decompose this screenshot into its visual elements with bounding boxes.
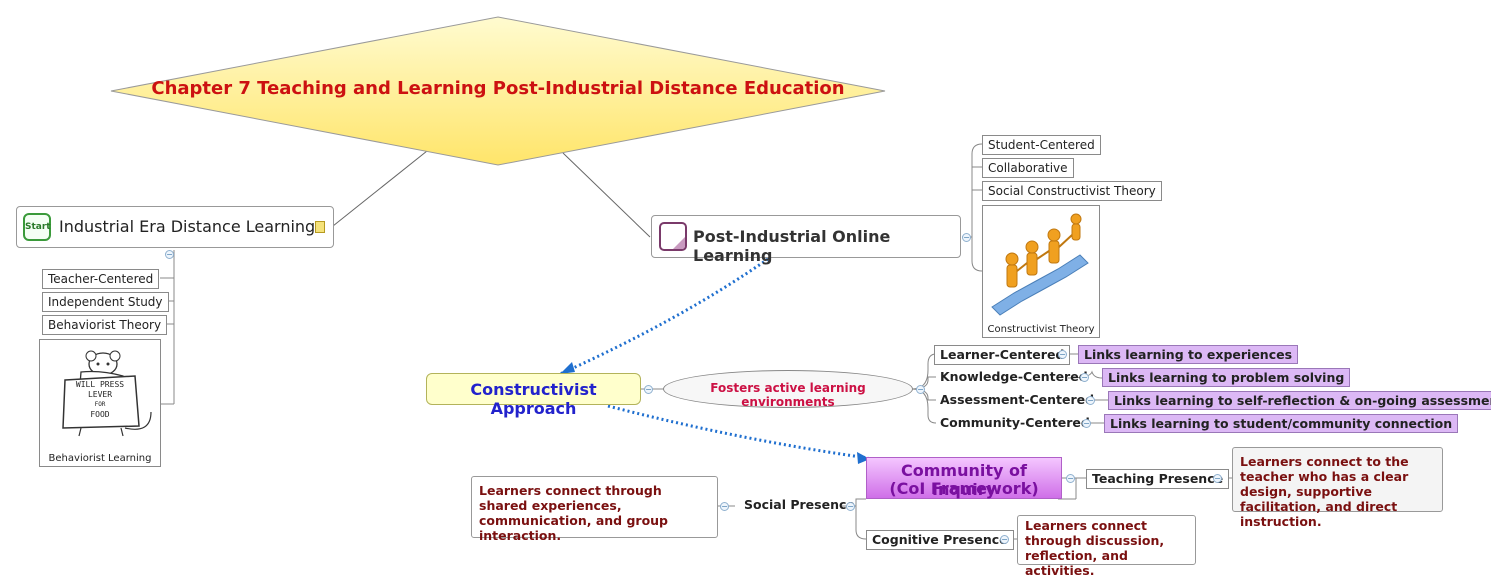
start-icon-label: Start xyxy=(25,222,51,232)
coi-collapse-toggle[interactable]: − xyxy=(1066,474,1075,483)
behaviorist-caption: Behaviorist Learning xyxy=(48,453,152,464)
central-diamond-shape xyxy=(110,16,886,166)
post-industrial-item[interactable]: Student-Centered xyxy=(982,135,1101,155)
rat-sign-illustration xyxy=(62,350,152,437)
center-collapse-toggle[interactable]: − xyxy=(1080,373,1089,382)
link-problem-solving[interactable]: Links learning to problem solving xyxy=(1102,368,1351,387)
central-title: Chapter 7 Teaching and Learning Post-Ind… xyxy=(151,78,845,99)
link-self-reflection[interactable]: Links learning to self-reflection & on-g… xyxy=(1108,391,1491,410)
start-icon: Start xyxy=(23,213,51,241)
center-collapse-toggle[interactable]: − xyxy=(1058,350,1067,359)
constructivist-title: Constructivist Approach xyxy=(470,380,597,418)
constructivist-caption: Constructivist Theory xyxy=(987,324,1095,335)
teaching-collapse-toggle[interactable]: − xyxy=(1213,474,1222,483)
behaviorist-image-card[interactable]: WILL PRESS LEVER FOR FOOD Behaviorist Le… xyxy=(39,339,161,467)
sign-text: WILL PRESS LEVER FOR FOOD xyxy=(62,380,138,420)
constructivist-image-card[interactable]: Constructivist Theory xyxy=(982,205,1100,338)
center-learner[interactable]: Learner-Centered xyxy=(934,345,1071,365)
cognitive-note[interactable]: Learners connect through discussion, ref… xyxy=(1017,515,1196,578)
cognitive-presence[interactable]: Cognitive Presence xyxy=(866,530,1014,550)
sign-line: FOR xyxy=(94,401,106,408)
industrial-item[interactable]: Independent Study xyxy=(42,292,169,312)
constructivist-collapse-toggle[interactable]: − xyxy=(644,385,653,394)
teaching-note[interactable]: Learners connect to the teacher who has … xyxy=(1232,447,1443,529)
industrial-topic[interactable]: Start Industrial Era Distance Learning xyxy=(16,206,334,248)
social-collapse-toggle[interactable]: − xyxy=(720,502,729,511)
page-icon xyxy=(659,222,687,251)
note-icon[interactable] xyxy=(315,221,325,233)
puzzle-people-illustration xyxy=(991,213,1089,316)
center-community[interactable]: Community-Centered xyxy=(940,415,1090,430)
center-assessment[interactable]: Assessment-Centered xyxy=(940,392,1095,407)
center-collapse-toggle[interactable]: − xyxy=(1082,419,1091,428)
coi-title-line1: Community of Inquiry xyxy=(901,461,1027,499)
social-presence[interactable]: Social Presence xyxy=(744,497,855,512)
central-topic[interactable]: Chapter 7 Teaching and Learning Post-Ind… xyxy=(110,16,886,166)
coi-title-line2: (CoI Framework) xyxy=(889,479,1039,498)
fosters-text: Fosters active learning environments xyxy=(710,381,866,409)
social-note[interactable]: Learners connect through shared experien… xyxy=(471,476,718,543)
teaching-presence[interactable]: Teaching Presence xyxy=(1086,469,1230,489)
bubble-collapse-toggle[interactable]: − xyxy=(916,385,925,394)
industrial-title: Industrial Era Distance Learning xyxy=(59,217,316,236)
industrial-item[interactable]: Behaviorist Theory xyxy=(42,315,168,335)
post-industrial-topic[interactable]: Post-Industrial Online Learning xyxy=(651,215,961,265)
cognitive-collapse-toggle[interactable]: − xyxy=(1000,535,1009,544)
center-collapse-toggle[interactable]: − xyxy=(1086,396,1095,405)
post-industrial-item[interactable]: Social Constructivist Theory xyxy=(982,181,1162,201)
coi-topic[interactable]: Community of Inquiry (CoI Framework) xyxy=(866,457,1062,499)
constructivist-topic[interactable]: Constructivist Approach xyxy=(426,373,641,418)
sign-line: LEVER xyxy=(87,390,113,399)
post-industrial-item[interactable]: Collaborative xyxy=(982,158,1074,178)
center-knowledge[interactable]: Knowledge-Centered xyxy=(940,369,1088,384)
link-community[interactable]: Links learning to student/community conn… xyxy=(1104,414,1459,433)
industrial-collapse-toggle[interactable]: − xyxy=(165,250,174,259)
industrial-item[interactable]: Teacher-Centered xyxy=(42,269,160,289)
sign-line: WILL PRESS xyxy=(75,380,125,389)
post-industrial-collapse-toggle[interactable]: − xyxy=(962,233,971,242)
fosters-bubble[interactable]: Fosters active learning environments xyxy=(663,370,913,409)
social-collapse-toggle[interactable]: − xyxy=(846,502,855,511)
link-experiences[interactable]: Links learning to experiences xyxy=(1078,345,1299,364)
sign-line: FOOD xyxy=(90,410,110,419)
post-industrial-title: Post-Industrial Online Learning xyxy=(693,227,891,265)
